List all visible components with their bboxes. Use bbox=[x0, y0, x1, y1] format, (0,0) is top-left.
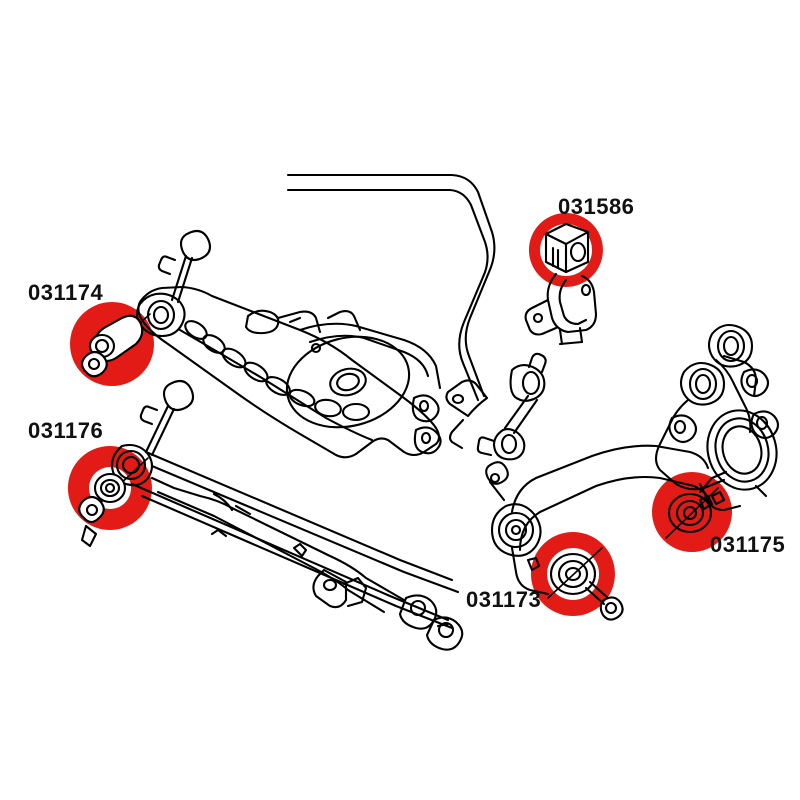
part-label-031176: 031176 bbox=[28, 418, 104, 443]
part-label-031175: 031175 bbox=[710, 532, 786, 557]
anti-roll-bar bbox=[286, 173, 496, 402]
anti-roll-bar-drop-link bbox=[445, 352, 547, 461]
leader-lines bbox=[83, 313, 719, 599]
upper-control-arm bbox=[135, 229, 442, 459]
wheel-knuckle bbox=[654, 323, 780, 512]
part-label-031586: 031586 bbox=[558, 194, 635, 219]
line-art bbox=[78, 173, 780, 651]
lower-control-arm bbox=[485, 444, 728, 621]
bushing-031176 bbox=[78, 472, 127, 548]
anti-roll-bar-bracket bbox=[524, 222, 598, 346]
trailing-arm bbox=[110, 379, 464, 651]
bushing-031174 bbox=[80, 314, 144, 378]
part-label-031173: 031173 bbox=[466, 587, 542, 612]
part-label-031174: 031174 bbox=[28, 280, 104, 305]
